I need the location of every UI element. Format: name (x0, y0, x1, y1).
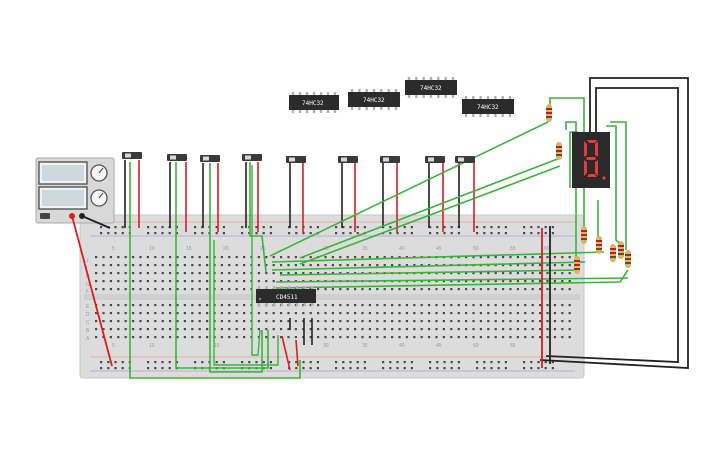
tick-50-bottom: 50 (473, 343, 479, 349)
wire-out-c[interactable] (275, 277, 629, 283)
wire-res-disp-5[interactable] (610, 121, 627, 250)
slide-switch-icon[interactable] (338, 156, 358, 163)
wire-psu-negative[interactable] (81, 215, 111, 229)
segment-e (584, 160, 587, 176)
logic-chip-1[interactable]: 74HC32 (289, 95, 339, 110)
segment-c (595, 160, 598, 176)
wire-green-4[interactable] (249, 162, 267, 273)
wire-green-3[interactable] (209, 163, 263, 373)
switches[interactable] (122, 152, 475, 163)
segment-d (587, 174, 597, 177)
resistor-icon[interactable] (546, 104, 552, 122)
wire-out-a[interactable] (271, 261, 586, 271)
wire-out-h[interactable] (269, 121, 549, 257)
tick-45: 45 (436, 246, 442, 252)
row-letter-g: G (86, 282, 90, 288)
resistor-icon[interactable] (596, 236, 602, 254)
wire-out-e[interactable] (279, 269, 581, 276)
row-letter-f: F (86, 289, 89, 295)
wire-out-b[interactable] (271, 251, 605, 263)
tick-10: 10 (149, 246, 155, 252)
wire-display-common-1[interactable] (539, 77, 689, 369)
tick-20: 20 (223, 246, 229, 252)
logic-chip-3[interactable]: 74HC32 (405, 80, 457, 95)
tick-30: 30 (323, 246, 329, 252)
chip-2-label: 74HC32 (363, 97, 385, 104)
row-letter-d: D (86, 312, 90, 318)
tick-5: 5 (112, 246, 115, 252)
row-letter-e: E (86, 304, 90, 310)
wires[interactable] (71, 77, 689, 379)
wire-out-g[interactable] (299, 165, 561, 265)
row-letter-j: J (86, 258, 89, 264)
tick-5-bottom: 5 (112, 343, 115, 349)
slide-switch-icon[interactable] (122, 152, 142, 159)
seven-segment-display[interactable] (572, 132, 610, 188)
power-supply-icon[interactable] (35, 157, 115, 224)
wire-green-2[interactable] (175, 162, 269, 369)
wire-decoder-red-2[interactable] (295, 339, 299, 367)
tick-35: 35 (362, 246, 368, 252)
slide-switch-icon[interactable] (200, 155, 220, 162)
wire-green-1[interactable] (129, 162, 301, 379)
chip-3-label: 74HC32 (420, 85, 442, 92)
tick-45-bottom: 45 (436, 343, 442, 349)
segment-dp (602, 176, 606, 180)
slide-switch-icon[interactable] (380, 156, 400, 163)
wire-psu-positive[interactable] (71, 215, 113, 367)
resistor-icon[interactable] (610, 244, 616, 262)
resistor-icon[interactable] (581, 226, 587, 244)
row-letter-b: B (86, 328, 90, 334)
wire-out-f[interactable] (299, 157, 561, 259)
tick-40-bottom: 40 (399, 343, 405, 349)
tick-30-bottom: 30 (323, 343, 329, 349)
segment-digit (584, 140, 598, 177)
chip-pins (257, 77, 512, 306)
row-letter-c: C (86, 320, 90, 326)
chip-1-label: 74HC32 (302, 100, 324, 107)
wire-decoder-red-1[interactable] (281, 335, 291, 371)
wire-green-5[interactable] (251, 165, 261, 356)
row-letter-a: A (86, 336, 90, 342)
chip-4-label: 74HC32 (477, 104, 499, 111)
wire-display-common-2[interactable] (545, 87, 679, 363)
slide-switch-icon[interactable] (286, 156, 306, 163)
logic-chip-2[interactable]: 74HC32 (348, 92, 400, 107)
tick-55: 55 (510, 246, 516, 252)
column-ticks: 5 10 15 20 25 30 35 40 45 50 55 60 5 10 … (112, 246, 550, 349)
slide-switch-icon[interactable] (242, 154, 262, 161)
wire-res-disp-4[interactable] (606, 125, 621, 245)
slide-switch-icon[interactable] (455, 156, 475, 163)
wire-out-d[interactable] (275, 269, 629, 289)
tick-60: 60 (544, 246, 550, 252)
tick-35-bottom: 35 (362, 343, 368, 349)
breadboard[interactable]: 5 10 15 20 25 30 35 40 45 50 55 60 5 10 … (79, 214, 585, 379)
tick-15-bottom: 15 (214, 343, 220, 349)
resistor-icon[interactable] (574, 256, 580, 274)
logic-chip-4[interactable]: 74HC32 (462, 99, 514, 114)
tick-15: 15 (186, 246, 192, 252)
wire-green-6[interactable] (213, 240, 279, 366)
resistor-icon[interactable] (618, 241, 624, 259)
decoder-chip[interactable]: CD4511 (256, 289, 316, 303)
slide-switch-icon[interactable] (425, 156, 445, 163)
resistor-icon[interactable] (625, 250, 631, 268)
tick-40: 40 (399, 246, 405, 252)
resistor-icon[interactable] (556, 142, 562, 160)
segment-b (595, 141, 598, 157)
segment-f (584, 141, 587, 157)
tick-10-bottom: 10 (149, 343, 155, 349)
segment-a (587, 140, 597, 143)
tick-50: 50 (473, 246, 479, 252)
slide-switch-icon[interactable] (167, 154, 187, 161)
decoder-chip-label: CD4511 (276, 294, 298, 301)
tick-55-bottom: 55 (510, 343, 516, 349)
segment-g (586, 157, 596, 160)
resistors[interactable] (546, 104, 631, 274)
